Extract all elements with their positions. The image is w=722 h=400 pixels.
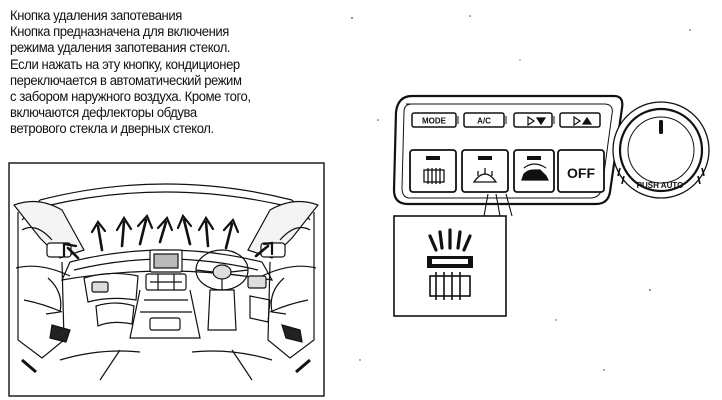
recirculation-button[interactable]: [513, 149, 555, 193]
off-label: OFF: [567, 165, 595, 181]
fan-speed-down-icon: [527, 115, 547, 127]
front-defrost-icon: [472, 168, 498, 183]
body-line: ветрового стекла и дверных стекол.: [10, 121, 214, 138]
defrost-zoom-callout: [393, 215, 507, 317]
off-button[interactable]: OFF: [557, 149, 605, 193]
cabin-interior-illustration: [8, 162, 325, 397]
recirculation-icon: [521, 163, 549, 181]
defrost-rays-icon: [428, 228, 472, 252]
rear-defrost-zoom-icon: [429, 272, 471, 300]
airflow-arrows: [62, 213, 274, 260]
ac-button[interactable]: A/C: [463, 112, 505, 128]
body-line: Если нажать на эту кнопку, кондиционер: [10, 56, 240, 73]
ac-label: A/C: [477, 117, 491, 126]
defrost-button-highlighted[interactable]: [461, 149, 509, 193]
fan-down-button[interactable]: [513, 112, 553, 128]
rear-defrost-icon: [423, 168, 445, 184]
mode-label: MODE: [422, 117, 447, 126]
mode-button[interactable]: MODE: [411, 112, 457, 128]
knob-label: PUSH AUTO: [637, 181, 684, 190]
temperature-knob[interactable]: PUSH AUTO: [612, 101, 710, 199]
body-line: переключается в автоматический режим: [10, 72, 242, 89]
fan-up-button[interactable]: [559, 112, 601, 128]
front-defrost-button[interactable]: [409, 149, 457, 193]
scan-speckles: [351, 15, 691, 371]
body-line: включаются дефлекторы обдува: [10, 105, 197, 122]
fan-speed-up-icon: [573, 115, 593, 127]
body-line: с забором наружного воздуха. Кроме того,: [10, 89, 251, 106]
description-text: Кнопка удаления запотевания Кнопка предн…: [10, 8, 340, 138]
body-line: режима удаления запотевания стекол.: [10, 40, 231, 57]
section-heading: Кнопка удаления запотевания: [10, 8, 182, 24]
climate-control-panel: MODE A/C: [392, 94, 710, 217]
body-line: Кнопка предназначена для включения: [10, 24, 229, 41]
